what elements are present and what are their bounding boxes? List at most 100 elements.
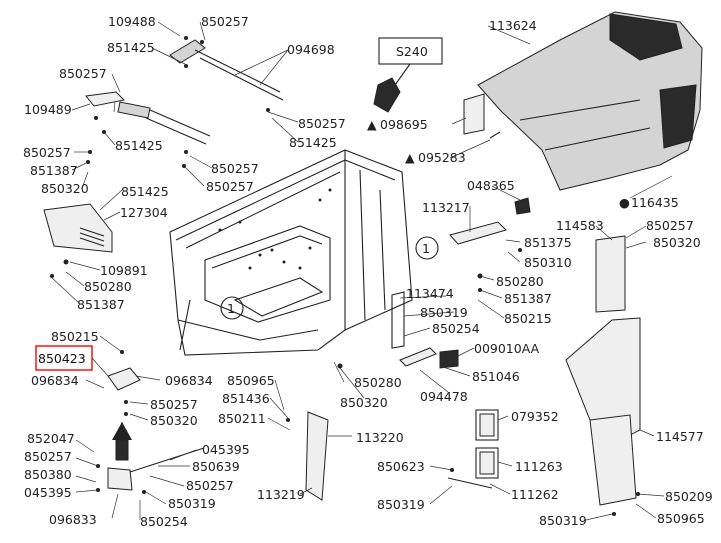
- part-label: 116435: [631, 195, 679, 210]
- callout-box: [378, 37, 443, 65]
- part-label: 114583: [556, 218, 604, 233]
- part-label: 850254: [432, 321, 480, 336]
- part-label: 850319: [539, 513, 587, 528]
- part-label: 850280: [496, 274, 544, 289]
- part-label: 113474: [406, 286, 454, 301]
- part-label: 109891: [100, 263, 148, 278]
- part-label: 851387: [30, 163, 78, 178]
- part-label: 113219: [257, 487, 305, 502]
- part-label: 851425: [115, 138, 163, 153]
- part-label: 850257: [23, 145, 71, 160]
- part-label: 850320: [340, 395, 388, 410]
- part-label: 851375: [524, 235, 572, 250]
- part-label: 850623: [377, 459, 425, 474]
- part-label: 850380: [24, 467, 72, 482]
- mirror-111263: [475, 447, 499, 479]
- part-label: 850320: [41, 181, 89, 196]
- part-label: 079352: [511, 409, 559, 424]
- part-label: 113217: [422, 200, 470, 215]
- part-label: 851425: [121, 184, 169, 199]
- part-label: 850257: [201, 14, 249, 29]
- part-labels: 109488 850257 851425 094698 850257 10948…: [23, 14, 713, 529]
- cab-frame: 1: [169, 149, 413, 356]
- part-label: 851387: [77, 297, 125, 312]
- hinge-bracket-113217: [449, 197, 531, 245]
- part-label: 850257: [211, 161, 259, 176]
- part-label: 850257: [206, 179, 254, 194]
- part-label: 850209: [665, 489, 713, 504]
- part-label: 851425: [107, 40, 155, 55]
- part-label: 850257: [298, 116, 346, 131]
- part-label: 850280: [354, 375, 402, 390]
- circle-marker-1-bracket: 1: [422, 241, 430, 256]
- part-label: 850320: [653, 235, 701, 250]
- triangle-marker-095283: ▲: [405, 150, 415, 165]
- highlight-label: 850423: [38, 351, 86, 366]
- part-label: 114577: [656, 429, 704, 444]
- gas-strut-lower: [117, 101, 211, 145]
- part-label: 098695: [380, 117, 428, 132]
- step-113219-113220: [305, 411, 329, 501]
- part-label: 851436: [222, 391, 270, 406]
- part-label: 851387: [504, 291, 552, 306]
- part-label: 096834: [31, 373, 79, 388]
- part-label: 850319: [168, 496, 216, 511]
- left-side-panel: [43, 203, 113, 253]
- part-label: 045395: [24, 485, 72, 500]
- part-label: 113220: [356, 430, 404, 445]
- part-label: 851425: [289, 135, 337, 150]
- callout-label: S240: [396, 44, 428, 59]
- mirror-079352: [475, 409, 499, 441]
- part-label: 850310: [524, 255, 572, 270]
- part-label: 850639: [192, 459, 240, 474]
- circle-marker-1-frame: 1: [227, 301, 235, 316]
- bracket-129422: [107, 367, 141, 391]
- part-label: 111263: [515, 459, 563, 474]
- part-label: 111262: [511, 487, 559, 502]
- lift-arrow: [112, 421, 132, 461]
- hood-cover: [477, 11, 703, 191]
- part-label: 109488: [108, 14, 156, 29]
- part-label: 094698: [287, 42, 335, 57]
- part-label: 850965: [657, 511, 705, 526]
- handle-094478: [399, 347, 459, 369]
- part-label: 850257: [186, 478, 234, 493]
- latch-bracket: [463, 93, 501, 139]
- part-label: 850319: [420, 305, 468, 320]
- part-label: 850215: [504, 311, 552, 326]
- part-label: 852047: [27, 431, 75, 446]
- part-label: 045395: [202, 442, 250, 457]
- part-label: 094478: [420, 389, 468, 404]
- bullet-marker-116435: ●: [619, 195, 630, 210]
- side-panel-114583: [595, 235, 626, 313]
- strut-bracket: [85, 91, 126, 107]
- part-label: 850965: [227, 373, 275, 388]
- part-label: 850211: [218, 411, 266, 426]
- part-label: 096833: [49, 512, 97, 527]
- gas-strut-upper: [169, 39, 284, 101]
- part-label: 850254: [140, 514, 188, 529]
- part-label: 850320: [150, 413, 198, 428]
- part-label: 850257: [646, 218, 694, 233]
- leader-lines: [49, 21, 673, 521]
- part-label: 850215: [51, 329, 99, 344]
- hardware-dots: [50, 36, 640, 516]
- part-label: 850257: [59, 66, 107, 81]
- part-label: 850257: [24, 449, 72, 464]
- part-label: 048365: [467, 178, 515, 193]
- part-label: 109489: [24, 102, 72, 117]
- part-label: 851046: [472, 369, 520, 384]
- gasket-113474: [391, 291, 405, 349]
- triangle-marker-098695: ▲: [367, 117, 377, 132]
- part-label: 127304: [120, 205, 168, 220]
- part-label: 009010AA: [474, 341, 540, 356]
- part-label: 850280: [84, 279, 132, 294]
- part-label: 096834: [165, 373, 213, 388]
- part-label: 850257: [150, 397, 198, 412]
- mirror-arm-111262: [447, 477, 493, 489]
- part-label: 113624: [489, 18, 537, 33]
- part-label: 095283: [418, 150, 466, 165]
- rear-cover-114577: [565, 317, 641, 506]
